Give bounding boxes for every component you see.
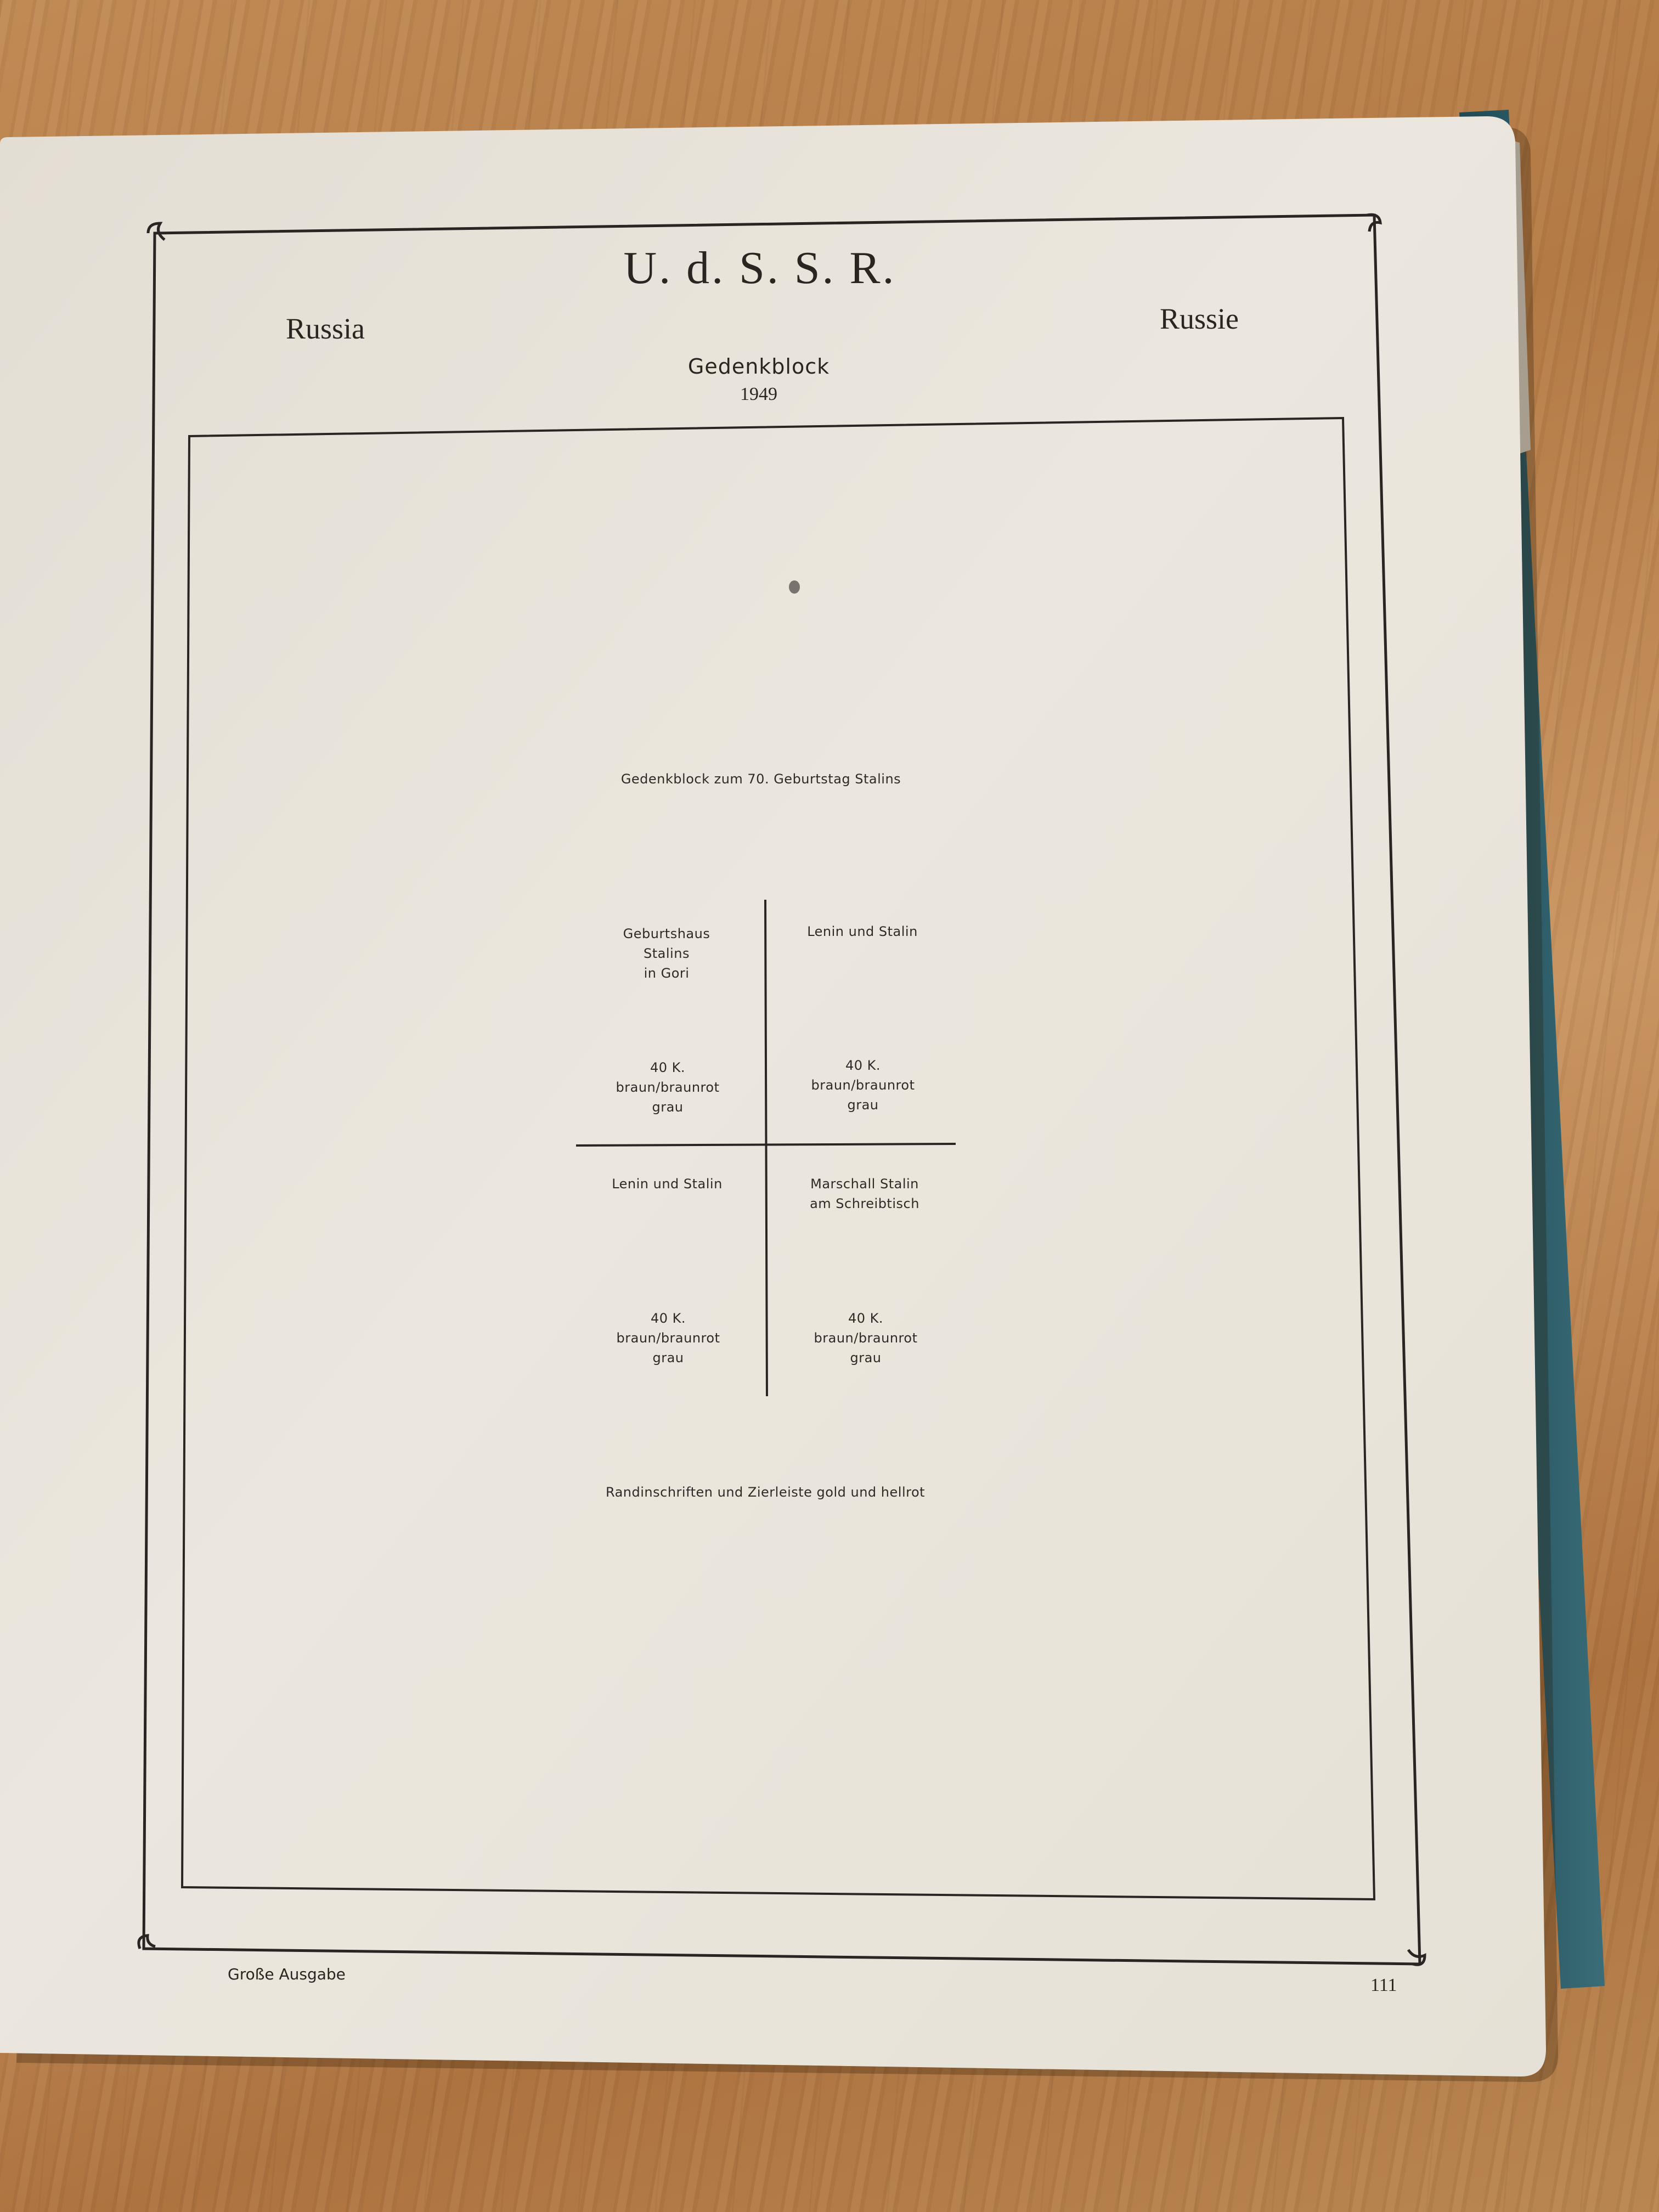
grid-vertical-line [764, 899, 768, 1397]
section-year: 1949 [740, 384, 777, 404]
stamp-3-value: 40 K. braun/braunrot grau [616, 1311, 720, 1365]
stamp-4-description: Marschall Stalin am Schreibtisch [810, 1176, 919, 1211]
page-dot [789, 580, 800, 594]
country-label-right: Russie [1159, 302, 1239, 335]
album-page [0, 116, 1546, 2076]
margin-note: Randinschriften und Zierleiste gold und … [605, 1485, 926, 1500]
inner-frame [180, 416, 1376, 1901]
stamp-1-description: Geburtshaus Stalins in Gori [623, 926, 710, 981]
page-title: U. d. S. S. R. [623, 242, 896, 294]
outer-frame [137, 213, 1426, 1966]
block-caption: Gedenkblock zum 70. Geburtstag Stalins [620, 771, 901, 787]
grid-horizontal-line [575, 1143, 956, 1147]
country-label-left: Russia [285, 312, 365, 345]
section-title: Gedenkblock [687, 354, 830, 379]
stamp-2-description: Lenin und Stalin [807, 924, 918, 939]
stamp-1-value: 40 K. braun/braunrot grau [616, 1060, 720, 1115]
footer-edition: Große Ausgabe [228, 1965, 346, 1983]
stamp-3-description: Lenin und Stalin [612, 1176, 723, 1192]
stamp-4-value: 40 K. braun/braunrot grau [814, 1311, 918, 1365]
stamp-2-value: 40 K. braun/braunrot grau [811, 1058, 915, 1113]
page-number: 111 [1370, 1975, 1397, 1995]
